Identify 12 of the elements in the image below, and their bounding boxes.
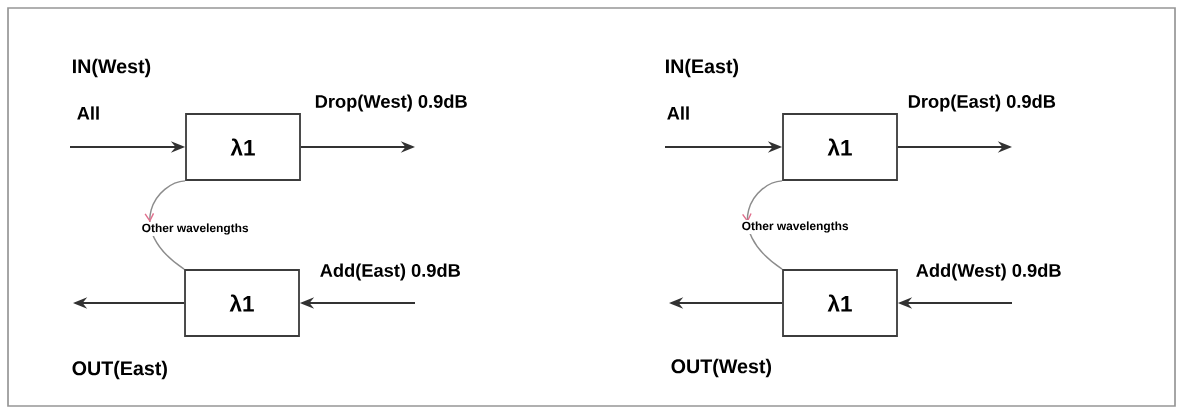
edge-label: All — [75, 104, 102, 122]
filter-box: λ1 — [782, 269, 898, 337]
edge-label: Add(East) 0.9dB — [318, 262, 463, 282]
edge-label: Drop(East) 0.9dB — [906, 93, 1058, 113]
edge-label: Add(West) 0.9dB — [914, 262, 1063, 282]
filter-box: λ1 — [184, 269, 300, 337]
edge-label: All — [665, 104, 692, 122]
edge-label: Drop(West) 0.9dB — [313, 93, 470, 113]
filter-box: λ1 — [185, 113, 301, 181]
edge-label: Other wavelengths — [140, 222, 250, 236]
edge-label: Other wavelengths — [740, 220, 850, 234]
filter-box: λ1 — [782, 113, 898, 181]
